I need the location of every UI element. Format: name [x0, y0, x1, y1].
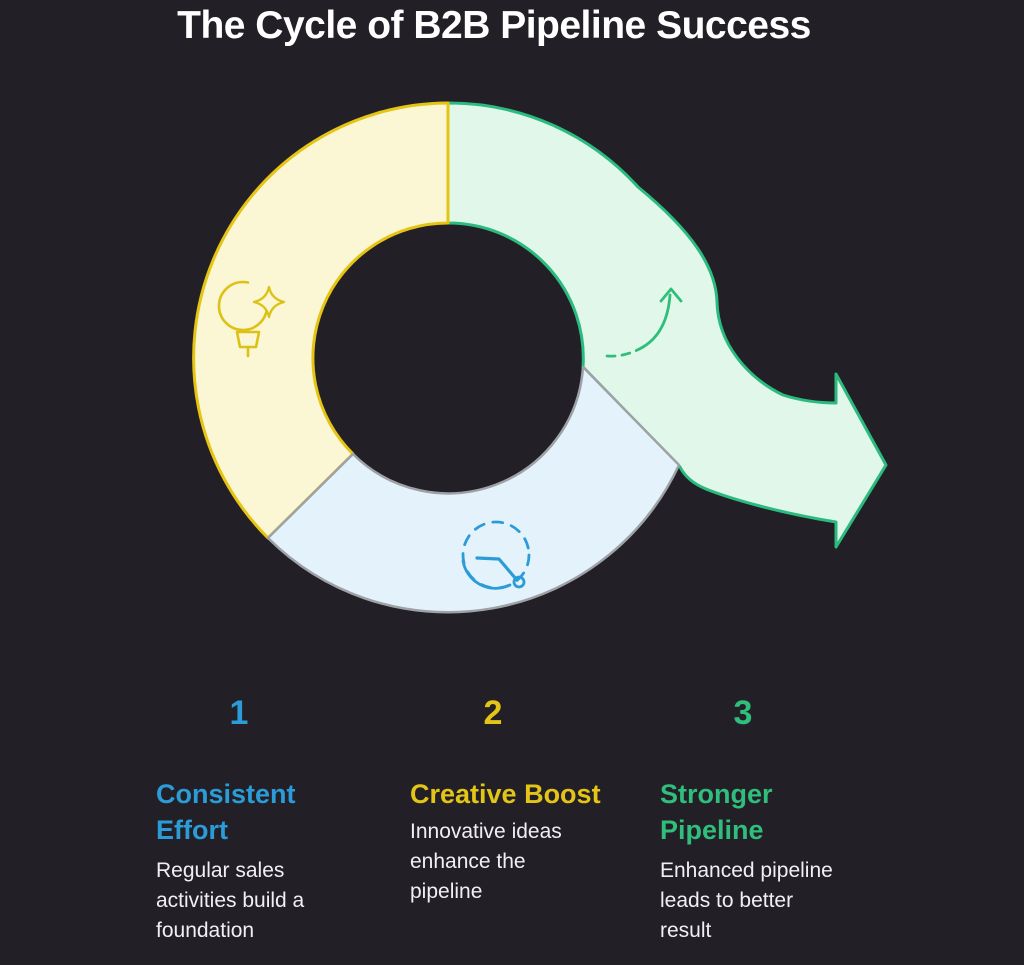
consistent-effort-segment: [266, 365, 681, 614]
clock-icon: [461, 520, 531, 590]
cycle-diagram: [192, 101, 888, 614]
curved-motion-arrow-icon: [605, 287, 683, 358]
step-1-number: 1: [229, 694, 249, 732]
step-2-title: Creative Boost: [410, 779, 601, 809]
lightbulb-sparkle-icon: [217, 280, 286, 358]
step-1-description: Regular sales activities build a foundat…: [156, 859, 305, 942]
step-3-number: 3: [733, 694, 753, 732]
creative-boost-segment: [192, 101, 450, 540]
step-3-title: Stronger Pipeline: [660, 779, 773, 845]
step-2-description: Innovative ideas enhance the pipeline: [410, 820, 562, 903]
stronger-pipeline-arrow-segment: [446, 101, 888, 549]
step-1-title: Consistent Effort: [156, 779, 296, 845]
step-3-description: Enhanced pipeline leads to better result: [660, 859, 833, 942]
page-title: The Cycle of B2B Pipeline Success: [177, 4, 811, 47]
step-2-number: 2: [483, 694, 503, 732]
